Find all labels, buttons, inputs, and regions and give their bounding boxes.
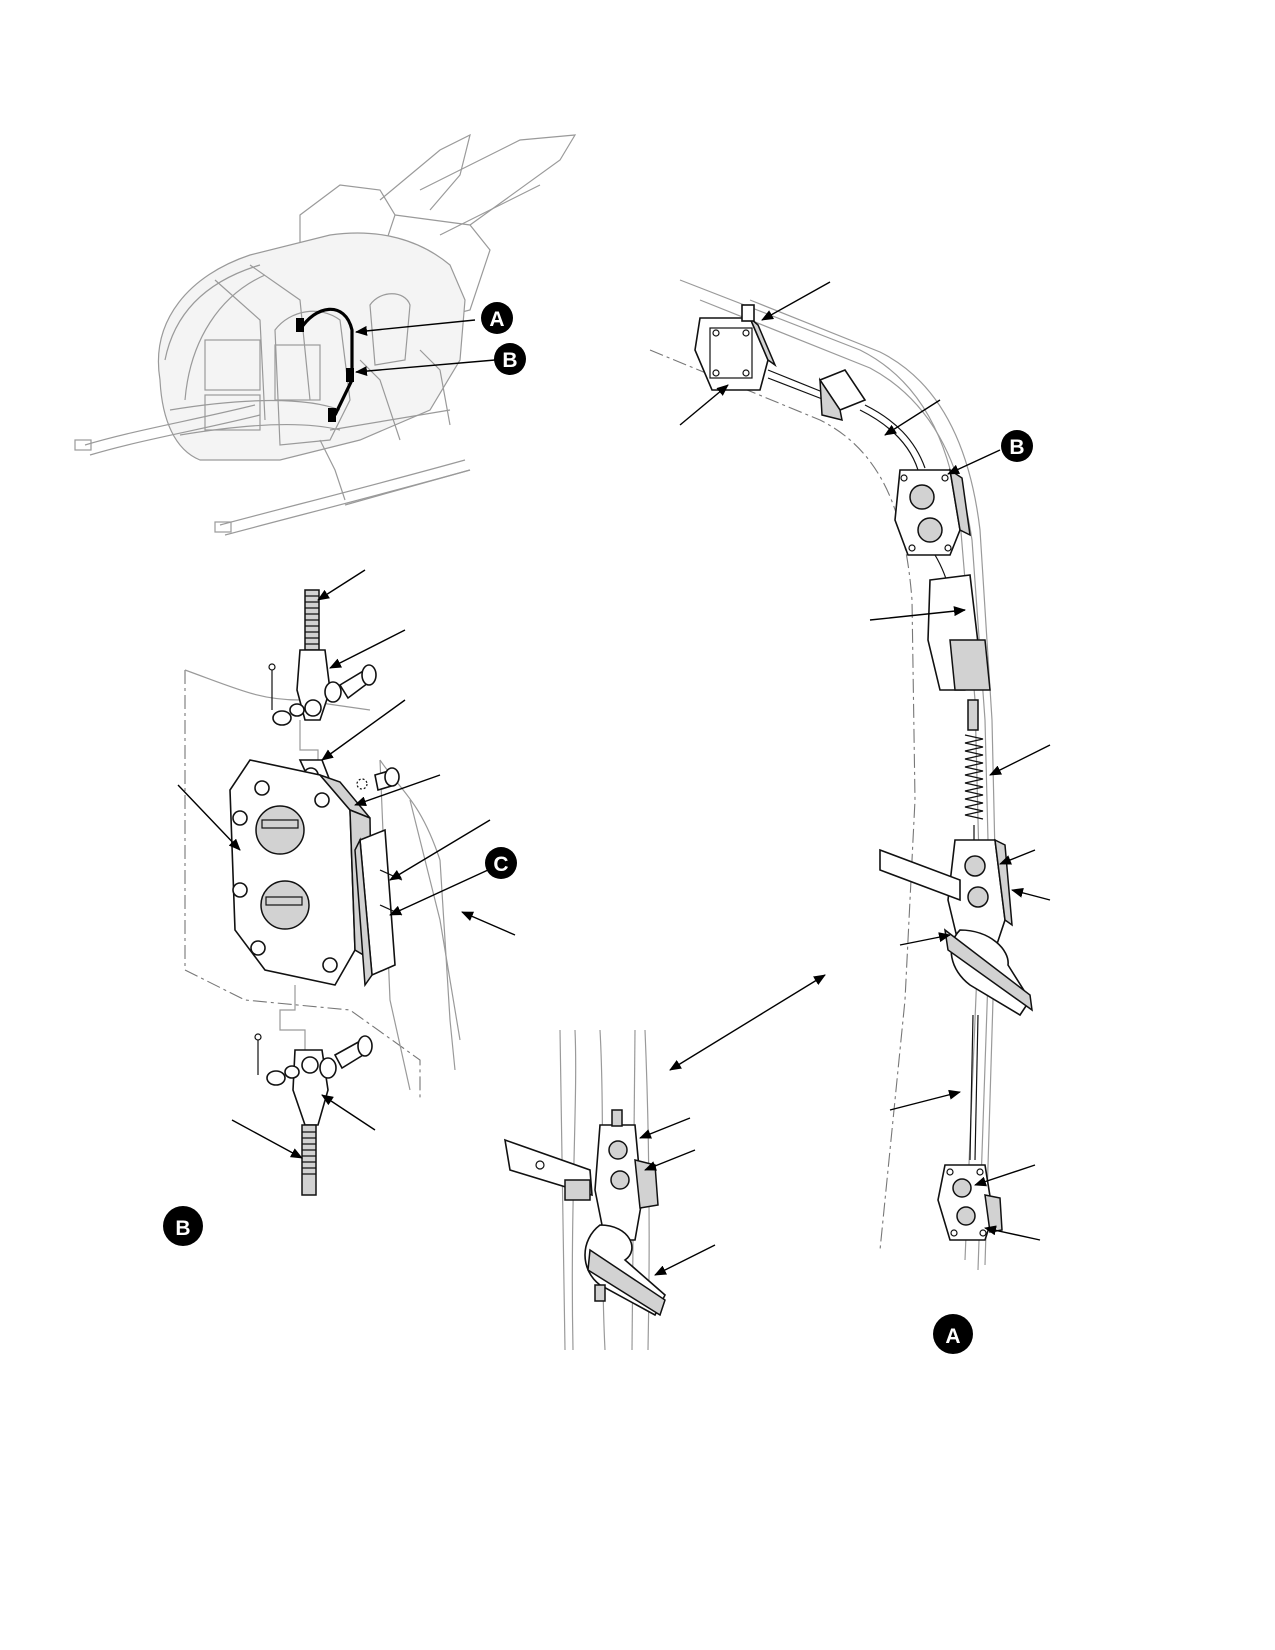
return-spring (964, 734, 984, 820)
callout-a-leader (355, 319, 476, 336)
striker-bracket (354, 828, 403, 988)
detail-a-callout-b-leader (947, 449, 1001, 475)
upper-latch-plate (694, 304, 777, 391)
leader-a3 (884, 399, 941, 436)
upper-clevis-bolt (324, 664, 377, 703)
detail-a-label: A (933, 1314, 973, 1354)
leader-a6 (999, 849, 1036, 865)
svg-text:A: A (489, 308, 504, 331)
svg-text:C: C (493, 853, 508, 876)
callout-a-badge-top: A (481, 302, 513, 334)
leader-b3 (321, 699, 406, 761)
leader-inset2 (644, 1149, 696, 1171)
callout-b-leader (355, 359, 496, 377)
leader-a8 (899, 932, 951, 946)
leader-a9 (889, 1089, 961, 1111)
upper-striker-latch (894, 468, 971, 556)
svg-text:B: B (502, 349, 517, 372)
leader-b6 (389, 819, 491, 881)
rod-guide-bracket (818, 369, 867, 422)
leader-b1 (317, 569, 366, 601)
cable-support-bracket (927, 574, 991, 691)
svg-text:B: B (1009, 436, 1024, 459)
leader-inset1 (639, 1117, 691, 1139)
callout-b-badge-top: B (494, 343, 526, 375)
lower-clevis-bolt (319, 1035, 373, 1079)
detail-b-label: B (163, 1206, 203, 1246)
lower-latch-plate (937, 1164, 1003, 1241)
latch-assembly-plate (229, 759, 373, 986)
helicopter-overview (74, 133, 577, 536)
leader-a4 (869, 606, 966, 621)
callout-b-badge-detail-a: B (1001, 430, 1033, 462)
callout-c-badge: C (485, 847, 517, 879)
svg-text:A: A (945, 1325, 960, 1348)
svg-text:B: B (175, 1217, 190, 1240)
leader-b4 (354, 774, 441, 807)
detail-a-door-frame: B (649, 279, 1051, 1271)
leader-a11 (984, 1225, 1041, 1241)
leader-b7 (461, 911, 516, 936)
callout-c-leader (389, 869, 489, 916)
reference-double-arrow (669, 974, 826, 1071)
leader-a5 (989, 744, 1051, 776)
leader-b9 (231, 1119, 303, 1159)
leader-a7 (1011, 887, 1051, 901)
detail-b-latch-exploded: C (177, 569, 517, 1196)
main-door-latch (879, 838, 1033, 1017)
interior-handle-inset (503, 1029, 716, 1351)
leader-a1 (761, 281, 831, 321)
leader-a10 (974, 1164, 1036, 1187)
leader-b2 (329, 629, 406, 669)
leader-inset3 (654, 1244, 716, 1276)
leader-b8 (321, 1094, 376, 1131)
leader-a2 (679, 384, 729, 426)
leader-b5 (177, 784, 241, 851)
